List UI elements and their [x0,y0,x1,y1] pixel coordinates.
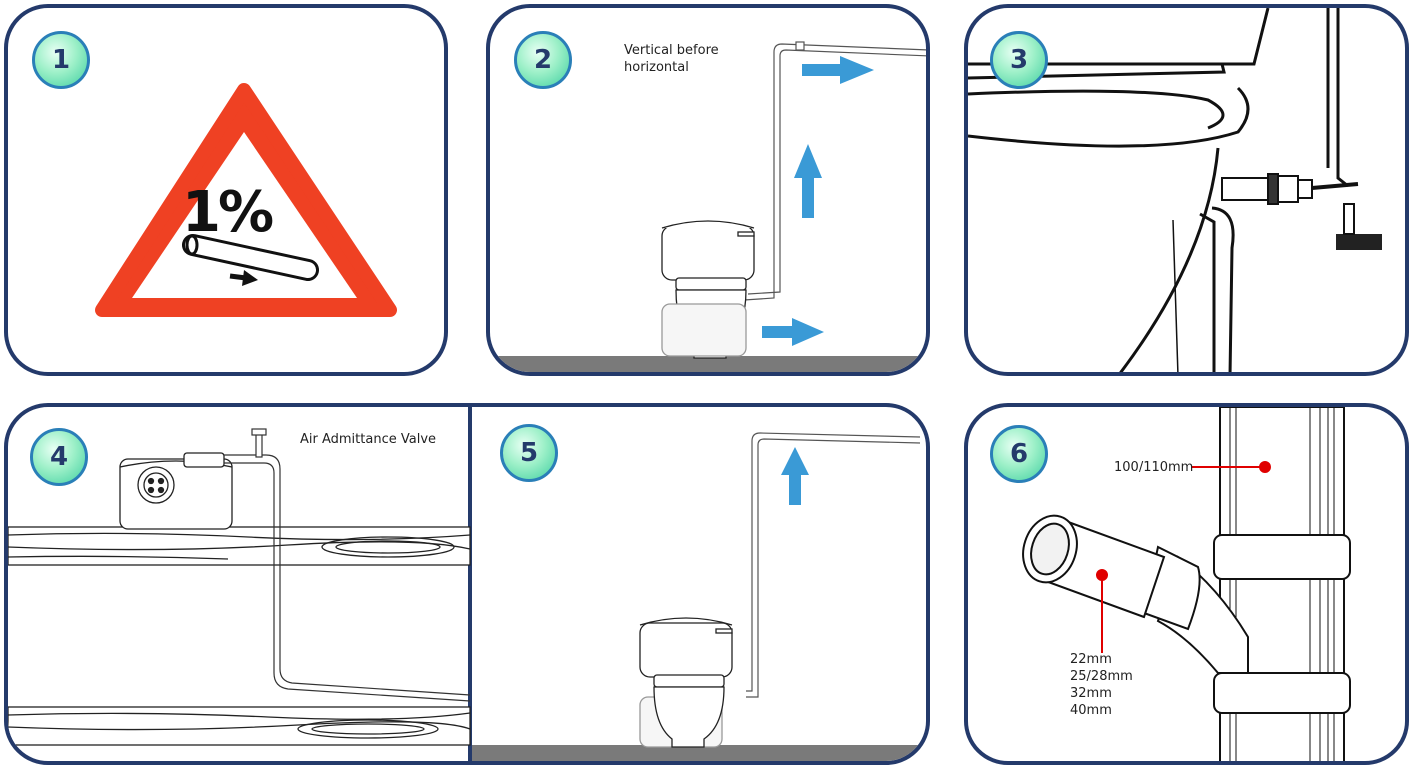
soil-stack [1214,407,1350,765]
toilet [662,221,754,358]
arrow-up-icon [794,144,822,218]
branch-fitting [1015,509,1248,673]
step-2-panel: 2 Vertical before horizontal [486,4,930,376]
slope-percent: 1% [182,180,271,245]
step-6-badge: 6 [990,425,1048,483]
step-5-badge: 5 [500,424,558,482]
branch-sizes-list: 22mm 25/28mm 32mm 40mm [1070,651,1133,719]
toilet-5 [640,618,732,747]
blue-arrows [762,56,874,346]
floor [490,356,930,376]
valve-cap [1336,234,1382,250]
macerator-pump-unit [120,453,232,529]
floor [472,745,930,765]
discharge-pipe [744,42,930,300]
discharge-pipe-5 [746,433,920,697]
arrow-right-bottom-icon [762,318,824,346]
stack-size-label: 100/110mm [1114,459,1193,476]
step-1-badge: 1 [32,31,90,89]
arrow-right-top-icon [802,56,874,84]
step-2-badge: 2 [514,31,572,89]
step-3-panel: 3 [964,4,1409,376]
step-4-badge: 4 [30,428,88,486]
step-1-panel: 1 1% [4,4,448,376]
air-admittance-valve-and-riser-diagram [8,407,930,765]
arrow-up-icon [781,447,809,505]
step-3-badge: 3 [990,31,1048,89]
vertical-before-horizontal-caption: Vertical before horizontal [624,42,719,76]
floor-joists [8,527,470,745]
air-admittance-valve-label: Air Admittance Valve [300,431,436,448]
step-6-panel: 6 100/110mm 22mm 25/28mm 32mm 40mm [964,403,1409,765]
step-4-5-panel: 4 Air Admittance Valve 5 [4,403,930,765]
